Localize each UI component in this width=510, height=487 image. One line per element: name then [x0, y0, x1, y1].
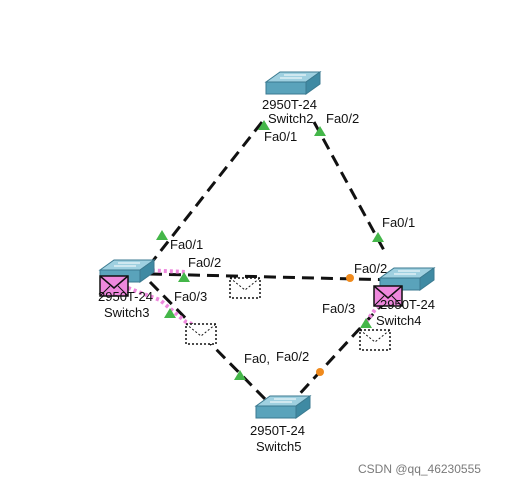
port-up-indicator: [314, 126, 326, 136]
switch4-port-fa01-label: Fa0/1: [382, 215, 416, 230]
switch3-port-fa02-label: Fa0/2: [188, 255, 222, 270]
switch3-model-label: 2950T-24: [98, 289, 153, 304]
switch3-port-fa03-label: Fa0/3: [174, 289, 208, 304]
pdu-envelope-outline-icon[interactable]: [185, 323, 217, 345]
port-up-indicator: [372, 232, 384, 242]
link-switch2-switch3[interactable]: [150, 121, 264, 263]
port-blocked-indicator: [346, 274, 354, 282]
port-up-indicator: [156, 230, 168, 240]
switch3-port-fa01-label: Fa0/1: [170, 237, 204, 252]
switch2-port-fa02-label: Fa0/2: [326, 111, 360, 126]
switch2-port-fa01-label: Fa0/1: [264, 129, 298, 144]
switch4-name-label[interactable]: Switch4: [376, 313, 422, 328]
pdu-envelope-outline-icon[interactable]: [229, 277, 261, 299]
port-up-indicator: [164, 308, 176, 318]
port-up-indicator: [178, 272, 190, 282]
switch3-name-label[interactable]: Switch3: [104, 305, 150, 320]
switch4-port-fa03-label: Fa0/3: [322, 301, 356, 316]
port-up-indicator: [360, 318, 372, 328]
pdu-envelope-outline-icon[interactable]: [359, 329, 391, 351]
link-switch3-switch4[interactable]: [149, 272, 397, 282]
switch5-model-label: 2950T-24: [250, 423, 305, 438]
switch2-model-label: 2950T-24: [262, 97, 317, 112]
switch5-port-fa01-label: Fa0,: [244, 351, 271, 366]
switch4-model-label: 2950T-24: [380, 297, 435, 312]
pdu-envelope-icon[interactable]: [373, 285, 403, 307]
switch2-icon[interactable]: [265, 71, 321, 95]
watermark-text: CSDN @qq_46230555: [358, 462, 481, 476]
switch4-port-fa02-label: Fa0/2: [354, 261, 388, 276]
port-blocked-indicator: [316, 368, 324, 376]
switch2-name-label[interactable]: Switch2: [268, 111, 314, 126]
port-up-indicator: [258, 120, 270, 130]
pdu-envelope-icon[interactable]: [99, 275, 129, 297]
switch5-name-label[interactable]: Switch5: [256, 439, 302, 454]
link-switch2-switch4[interactable]: [312, 121, 388, 255]
pdu-envelopes: [99, 275, 403, 351]
port-up-indicator: [234, 370, 246, 380]
switch5-port-fa02-label: Fa0/2: [276, 349, 310, 364]
port-indicators: [156, 120, 384, 380]
